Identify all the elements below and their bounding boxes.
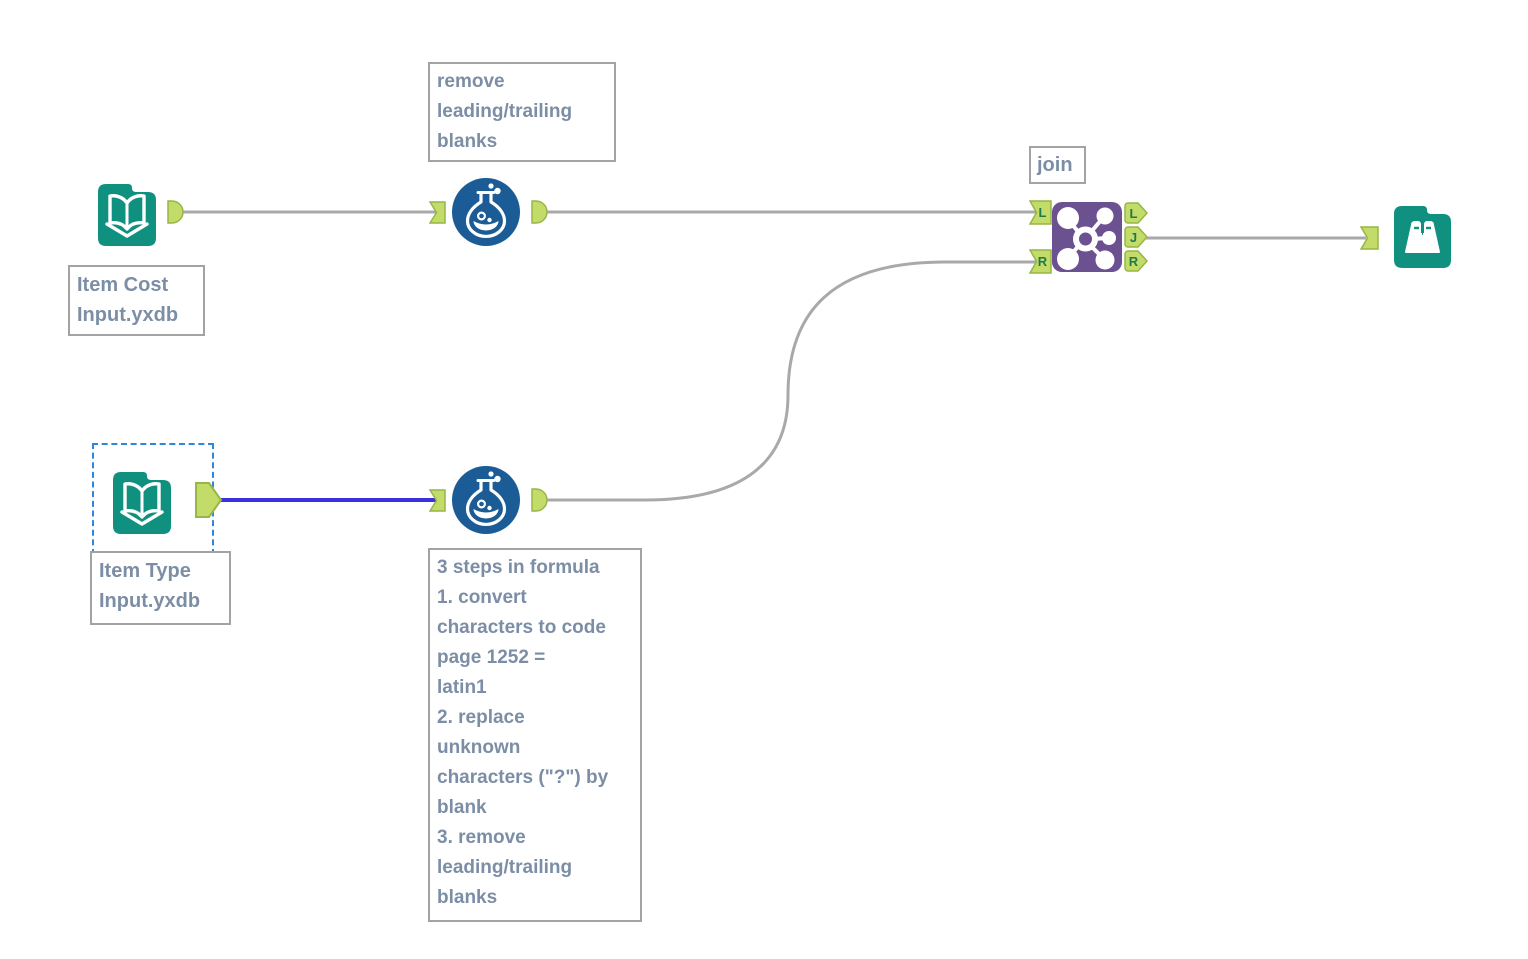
annotation-formula-bottom[interactable]: 3 steps in formula 1. convert characters…	[428, 548, 642, 922]
join-output-anchor-L-letter: L	[1129, 205, 1138, 221]
output-anchor-item-type[interactable]	[195, 482, 223, 518]
output-anchor-formula-bottom[interactable]	[531, 488, 548, 512]
binoculars-browse-icon	[1394, 206, 1451, 268]
tool-browse[interactable]	[1386, 199, 1459, 272]
join-output-anchor-J-letter: J	[1129, 229, 1138, 245]
input-anchor-browse[interactable]	[1360, 226, 1379, 250]
tool-join[interactable]	[1052, 202, 1122, 272]
tool-label-item-type[interactable]: Item Type Input.yxdb	[90, 551, 231, 625]
input-anchor-formula-top[interactable]	[429, 201, 446, 224]
tool-input-item-cost[interactable]	[90, 176, 164, 250]
join-input-anchor-R[interactable]: R	[1029, 249, 1052, 274]
open-book-input-icon	[113, 472, 171, 534]
output-anchor-formula-top[interactable]	[531, 200, 548, 224]
tool-formula-remove-blanks[interactable]	[452, 178, 520, 246]
join-output-anchor-R-letter: R	[1128, 253, 1139, 269]
join-input-anchor-R-letter: R	[1037, 254, 1048, 269]
flask-formula-icon	[452, 466, 520, 534]
tool-input-item-type[interactable]	[105, 464, 179, 538]
tool-label-item-cost[interactable]: Item Cost Input.yxdb	[68, 265, 205, 336]
join-input-anchor-L[interactable]: L	[1029, 200, 1052, 225]
join-output-anchor-L[interactable]: L	[1124, 202, 1148, 224]
input-anchor-formula-bottom[interactable]	[429, 489, 446, 512]
join-input-anchor-L-letter: L	[1038, 205, 1047, 220]
join-output-anchor-R[interactable]: R	[1124, 250, 1148, 272]
output-anchor-item-cost[interactable]	[167, 200, 184, 224]
open-book-input-icon	[98, 184, 156, 246]
join-output-anchor-J[interactable]: J	[1124, 226, 1148, 248]
annotation-formula-top[interactable]: remove leading/trailing blanks	[428, 62, 616, 162]
tool-label-join[interactable]: join	[1029, 146, 1086, 184]
flask-formula-icon	[452, 178, 520, 246]
network-join-icon	[1052, 202, 1122, 272]
tool-formula-3-steps[interactable]	[452, 466, 520, 534]
connection-formula2-to-join-R[interactable]	[544, 260, 1036, 502]
